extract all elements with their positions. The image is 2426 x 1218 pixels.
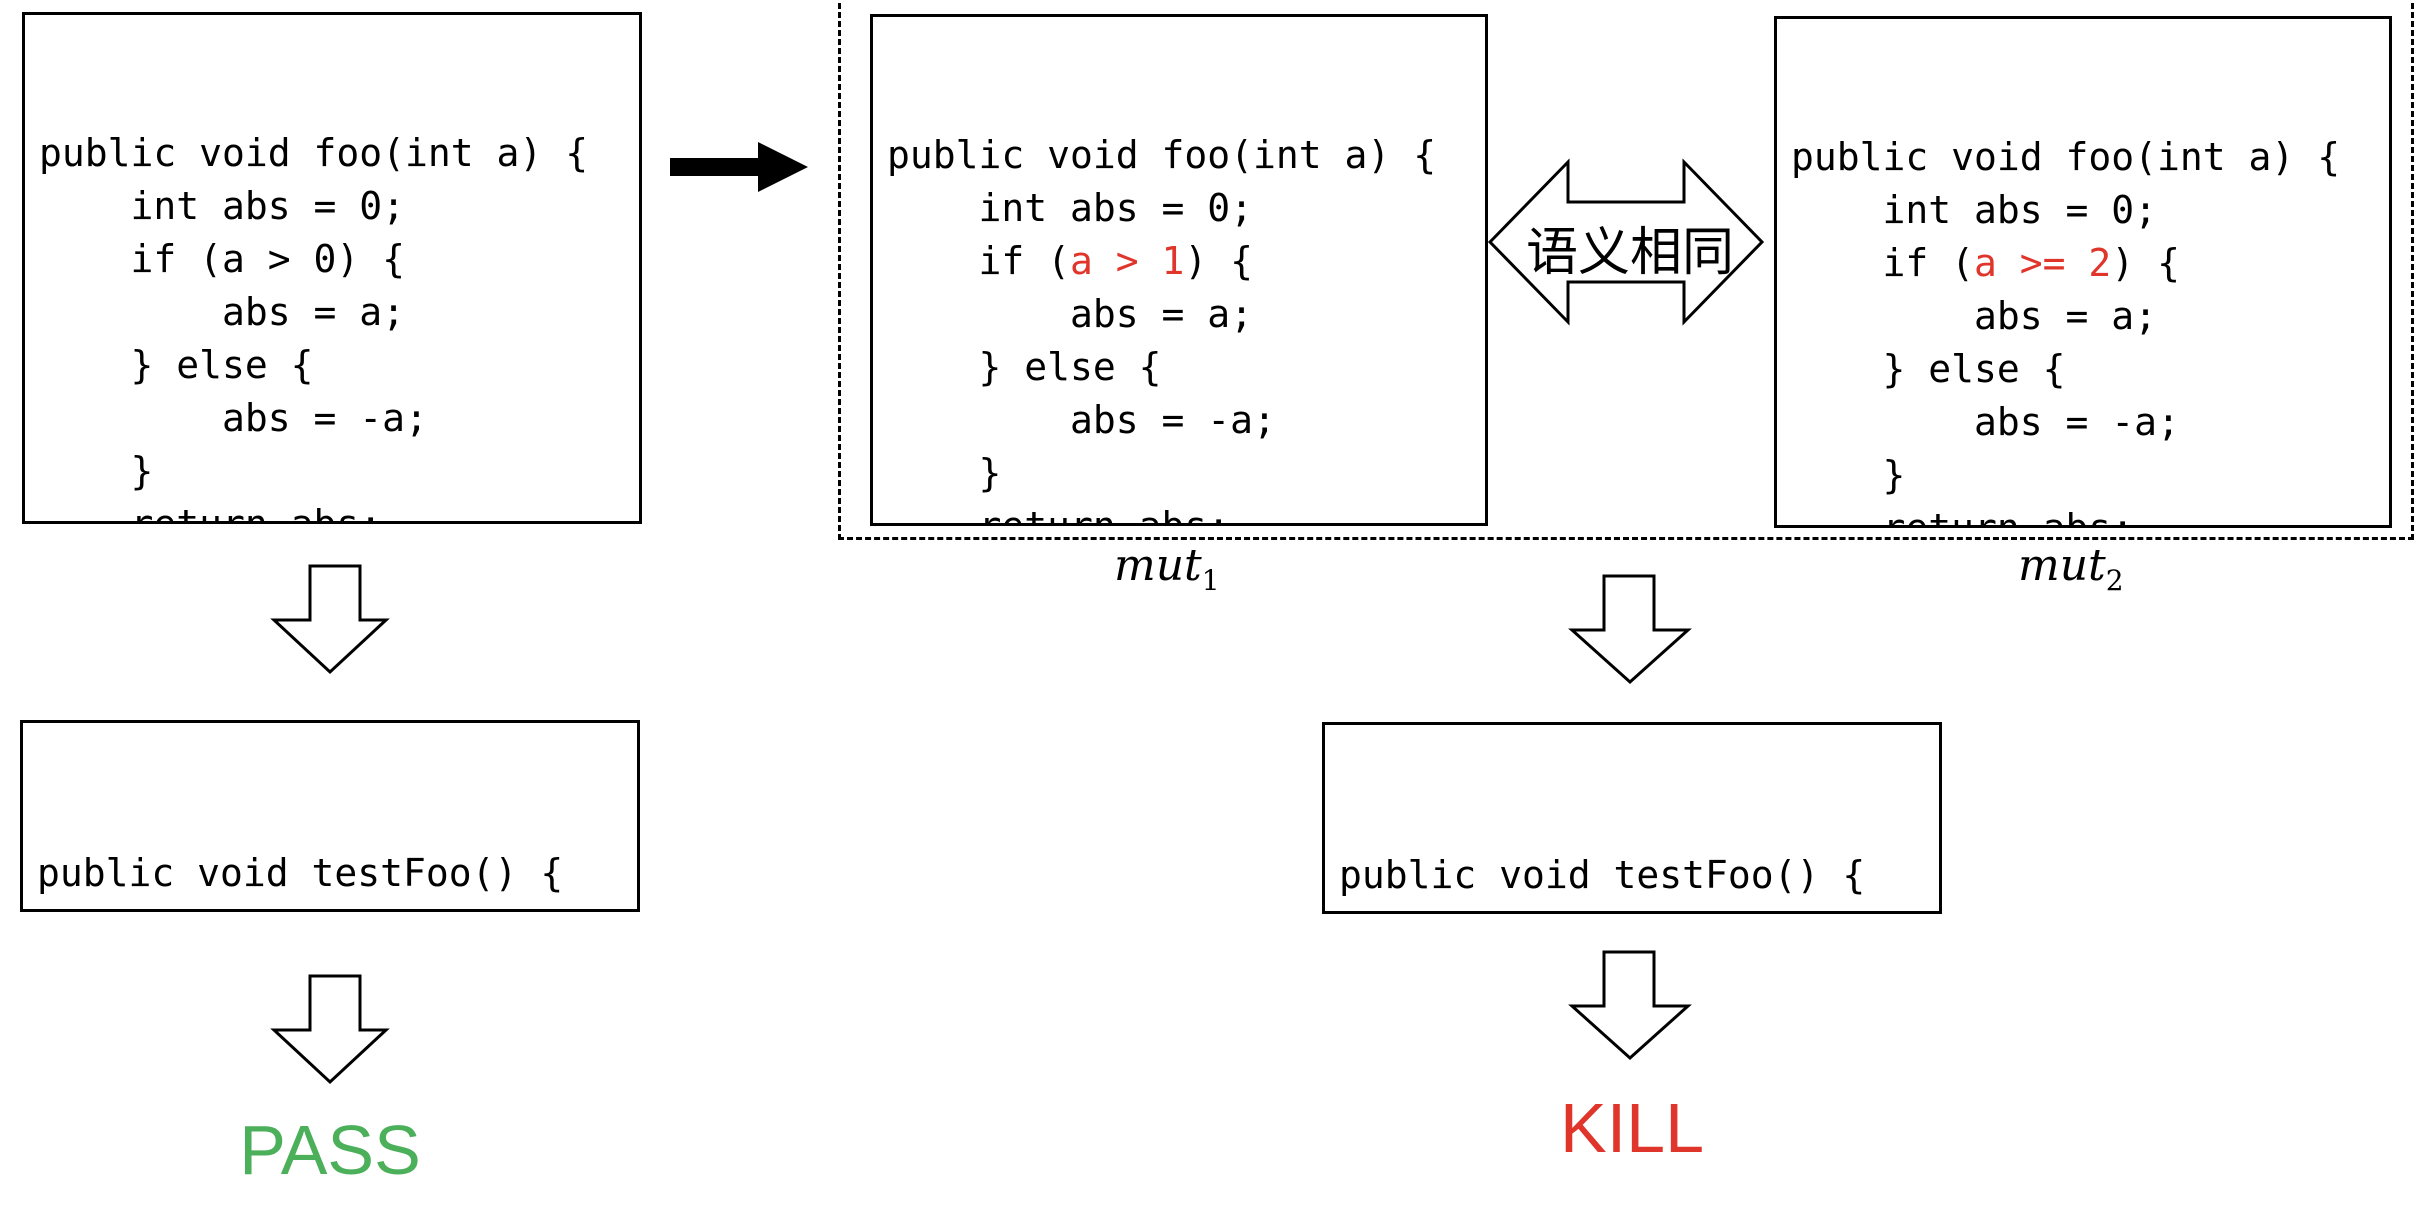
code-fragment: ) {: [2111, 241, 2180, 285]
mutated-code-line: if (a >= 2) {: [1791, 237, 2375, 290]
code-line: abs = -a;: [887, 398, 1276, 442]
original-code-box: public void foo(int a) { int abs = 0; if…: [22, 12, 642, 524]
code-line: } else {: [1791, 347, 2066, 391]
mutant1-label-sub: 1: [1201, 563, 1220, 597]
code-line: int abs = 0;: [39, 184, 406, 228]
code-line: public void testFoo() {: [37, 851, 564, 895]
equivalence-double-arrow: [1487, 158, 1765, 326]
down-arrow-right-2: [1568, 950, 1692, 1061]
code-fragment: if (: [1791, 241, 1975, 285]
down-arrow-right-1: [1568, 574, 1692, 685]
mutant2-label: mut2: [2018, 540, 2124, 597]
down-arrow-left-1: [270, 564, 390, 675]
code-fragment: if (: [887, 239, 1071, 283]
code-line: } else {: [39, 343, 314, 387]
test-code-box-left: public void testFoo() { assert foo(1) ==…: [20, 720, 640, 912]
code-line: public void testFoo() {: [1339, 853, 1866, 897]
code-line: public void foo(int a) {: [1791, 135, 2341, 179]
code-line: assert foo(1) == 1;: [1339, 902, 1925, 911]
code-line: abs = -a;: [39, 396, 428, 440]
code-line: abs = a;: [1791, 294, 2158, 338]
test-code-box-right: public void testFoo() { assert foo(1) ==…: [1322, 722, 1942, 914]
down-arrow-left-2: [270, 974, 390, 1085]
mutant1-label: mut1: [1114, 540, 1220, 597]
code-line: }: [39, 449, 154, 493]
mutant-group-border: [838, 0, 2414, 540]
mutant1-code-box: public void foo(int a) { int abs = 0; if…: [870, 14, 1488, 526]
code-line: if (a > 0) {: [39, 237, 406, 281]
pass-result: PASS: [239, 1111, 421, 1189]
mutant1-label-main: mut: [1114, 540, 1202, 591]
code-line: abs = -a;: [1791, 400, 2180, 444]
mutant2-label-sub: 2: [2105, 563, 2124, 597]
kill-result: KILL: [1560, 1089, 1704, 1167]
code-line: return abs;: [39, 502, 383, 524]
code-line: int abs = 0;: [1791, 188, 2158, 232]
code-line: } else {: [887, 345, 1162, 389]
code-line: int abs = 0;: [887, 186, 1254, 230]
equivalence-label: 语义相同: [1526, 223, 1735, 283]
code-line: }: [887, 451, 1002, 495]
code-line: return abs;: [887, 504, 1231, 526]
mutation-arrow: [670, 142, 808, 192]
code-line: abs = a;: [887, 292, 1254, 336]
mutated-condition: a >= 2: [1974, 241, 2112, 285]
mutated-condition: a > 1: [1070, 239, 1185, 283]
mutant2-code-box: public void foo(int a) { int abs = 0; if…: [1774, 16, 2392, 528]
mutant2-label-main: mut: [2018, 540, 2106, 591]
code-line: abs = a;: [39, 290, 406, 334]
code-line: assert foo(1) == 1;: [37, 900, 623, 909]
code-line: return abs;: [1791, 506, 2135, 528]
code-fragment: ) {: [1184, 239, 1254, 283]
code-line: public void foo(int a) {: [887, 133, 1437, 177]
code-line: }: [1791, 453, 1906, 497]
mutated-code-line: if (a > 1) {: [887, 235, 1471, 288]
code-line: public void foo(int a) {: [39, 131, 589, 175]
